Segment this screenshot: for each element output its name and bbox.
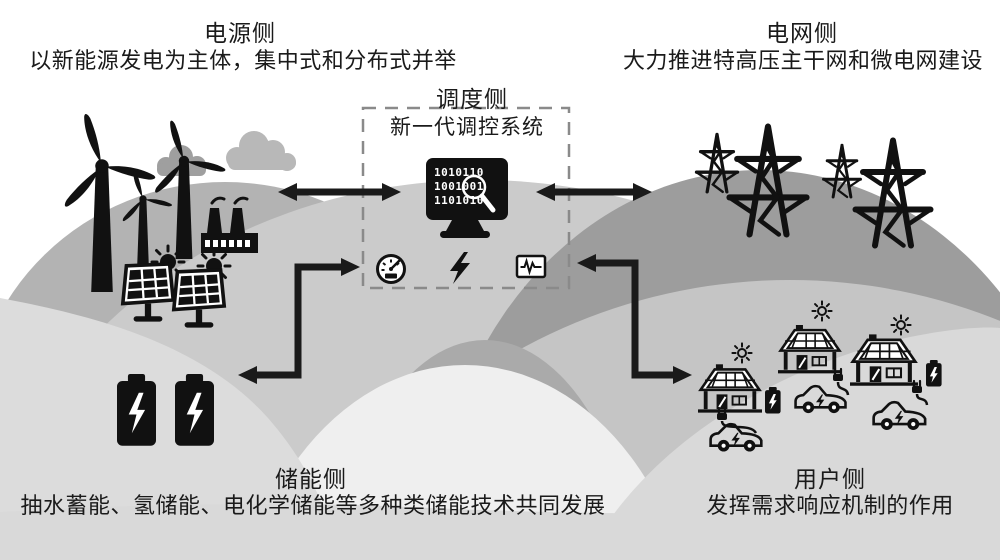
battery-icon: [926, 360, 942, 387]
battery-icon: [175, 374, 214, 446]
lightning-icon: [450, 252, 470, 284]
grid-side-title: 电网侧: [766, 20, 838, 46]
dispatch-system-label: 新一代调控系统: [390, 116, 544, 139]
grid-side-desc: 大力推进特高压主干网和微电网建设: [622, 48, 984, 73]
storage-side-desc: 抽水蓄能、氢储能、电化学储能等多种类储能技术共同发展: [20, 493, 606, 518]
power-side-desc: 以新能源发电为主体，集中式和分布式并举: [29, 48, 457, 73]
user-side-title: 用户侧: [794, 466, 866, 492]
battery-icon: [765, 387, 781, 414]
waveform-icon: [515, 254, 547, 279]
charging-cable: [910, 379, 929, 406]
dispatch-side-title: 调度侧: [436, 86, 508, 112]
hill-bottom-band: [0, 503, 1000, 560]
gauge-icon: [376, 254, 406, 284]
charging-cable: [831, 367, 850, 396]
user-side-desc: 发挥需求响应机制的作用: [706, 493, 954, 518]
dispatch-dashed-box: [361, 106, 571, 290]
arrow-storage-dispatch: [238, 258, 360, 384]
binary-code-line: 1101010: [434, 194, 484, 207]
hill-front-left: [0, 298, 338, 560]
binary-code-line: 1010110: [434, 166, 484, 179]
binary-code-line: 1001001: [434, 180, 484, 193]
storage-side-title: 储能侧: [275, 466, 347, 492]
arrow-user-dispatch: [577, 254, 692, 384]
arrow-grid-dispatch: [536, 183, 652, 201]
binary-code: 1010110 1001001 1101010: [434, 166, 484, 208]
magnifier-icon: [461, 174, 496, 213]
power-side-title: 电源侧: [204, 20, 276, 46]
cloud-icon: [226, 131, 296, 171]
factory-icon: [201, 196, 258, 253]
battery-icon: [117, 374, 156, 446]
arrow-power-dispatch: [278, 183, 401, 201]
